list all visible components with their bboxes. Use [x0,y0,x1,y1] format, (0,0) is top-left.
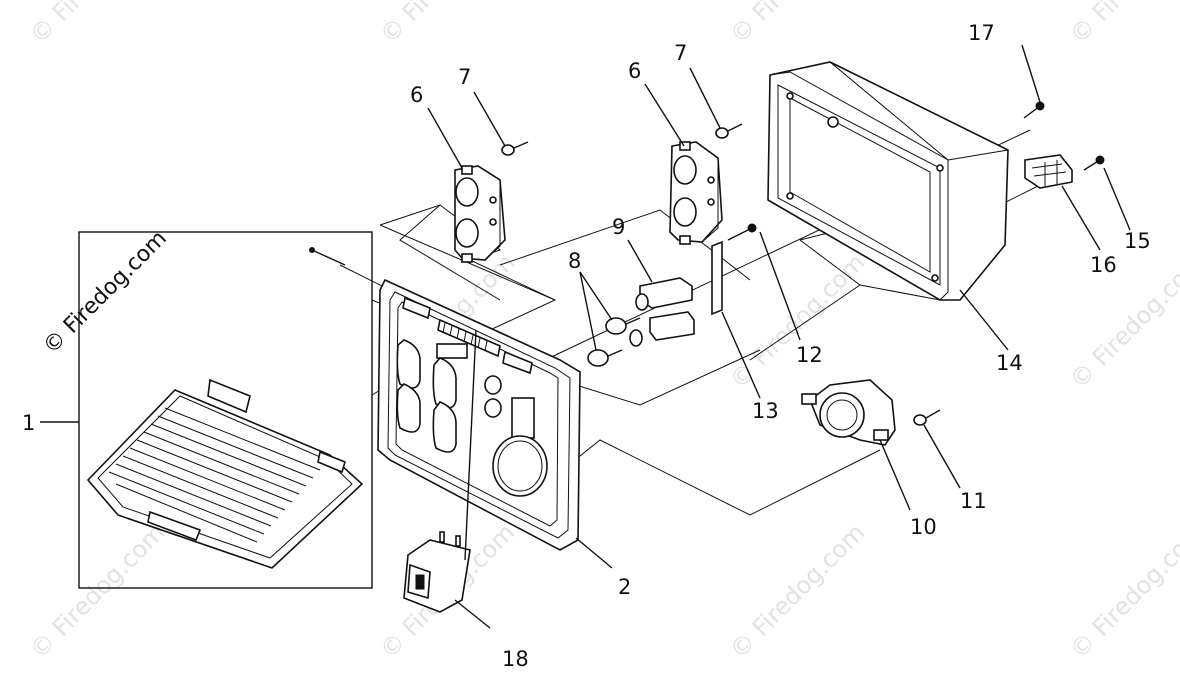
part-18-rocker-switch [403,531,471,613]
part-14-housing [767,61,1009,301]
part-16-terminal-block [1024,154,1073,189]
callout-1: 1 [22,411,35,435]
callout-18: 18 [502,647,529,671]
callout-11: 11 [960,489,987,513]
inset-watermark: © Firedog.com [39,226,172,359]
callout-6: 6 [410,83,423,107]
part-12-screw [727,223,757,241]
callout-17: 17 [968,21,995,45]
watermark: © Firedog.com [724,518,870,664]
callout-9: 9 [612,215,625,239]
part-11-nut [913,409,941,426]
callout-13: 13 [752,399,779,423]
watermark: © Firedog.com [1064,248,1180,394]
watermark: © Firedog.com [724,0,870,49]
callout-10: 10 [910,515,937,539]
watermark: © Firedog.com [24,518,170,664]
outlet-cover [86,378,364,569]
part-10-twist-lock-receptacle [801,379,896,446]
part-2-control-panel [377,278,581,551]
part-8-indicator-lamps [587,317,641,367]
callout-14: 14 [996,351,1023,375]
part-17-screw [1023,101,1045,119]
part-13-bracket [711,240,723,316]
leader-lines [40,44,1131,629]
watermark-layer: © Firedog.com © Firedog.com © Firedog.co… [24,0,1180,664]
watermark: © Firedog.com [24,0,170,49]
watermark: © Firedog.com [724,248,870,394]
watermark: © Firedog.com [374,0,520,49]
panel-receptacle-holes [396,339,548,497]
part-15-screw [1083,155,1105,171]
part-7-nut-right [715,123,743,139]
part-1-inset: © Firedog.com [39,226,373,589]
callout-16: 16 [1090,253,1117,277]
callout-7: 7 [674,41,687,65]
callout-15: 15 [1124,229,1151,253]
part-9-circuit-breaker [629,277,695,347]
callout-labels: 1 2 6 7 6 7 8 9 10 11 12 13 14 15 16 17 … [22,21,1151,671]
part-6-receptacle-right [669,141,723,245]
callout-7: 7 [458,65,471,89]
watermark: © Firedog.com [1064,518,1180,664]
callout-8: 8 [568,249,581,273]
callout-12: 12 [796,343,823,367]
part-6-receptacle-left [454,165,506,263]
watermark: © Firedog.com [1064,0,1180,49]
callout-6: 6 [628,59,641,83]
part-7-nut-left [501,141,529,156]
callout-2: 2 [618,575,631,599]
